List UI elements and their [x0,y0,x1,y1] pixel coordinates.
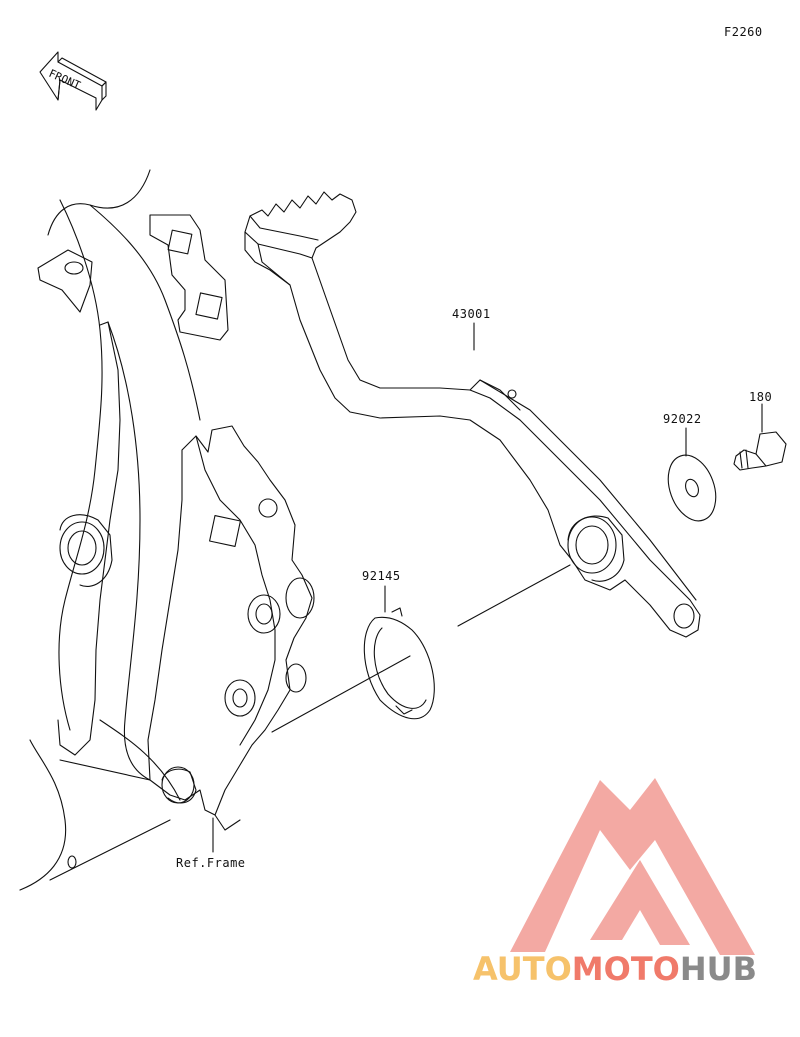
callout-washer: 92022 [663,412,702,426]
watermark-auto: AUTO [473,950,572,988]
callout-spring: 92145 [362,569,401,583]
watermark-moto: MOTO [571,950,680,988]
watermark-text: AUTOMOTOHUB [473,950,757,988]
spring-part [363,585,435,720]
assembly-line-spring [271,655,411,733]
front-arrow-icon: FRONT [39,51,107,111]
assembly-line-pedal [457,564,571,627]
callout-bolt: 180 [749,390,773,404]
figure-code: F2260 [724,25,763,39]
callout-frame-ref: Ref.Frame [176,856,246,870]
bolt-part [733,403,787,471]
automotohub-logo-icon [510,778,755,955]
brake-pedal-part [244,191,701,638]
callout-brake-pedal: 43001 [452,307,491,321]
watermark-hub: HUB [679,950,758,988]
washer-part [667,427,717,522]
frame-body [19,169,315,891]
